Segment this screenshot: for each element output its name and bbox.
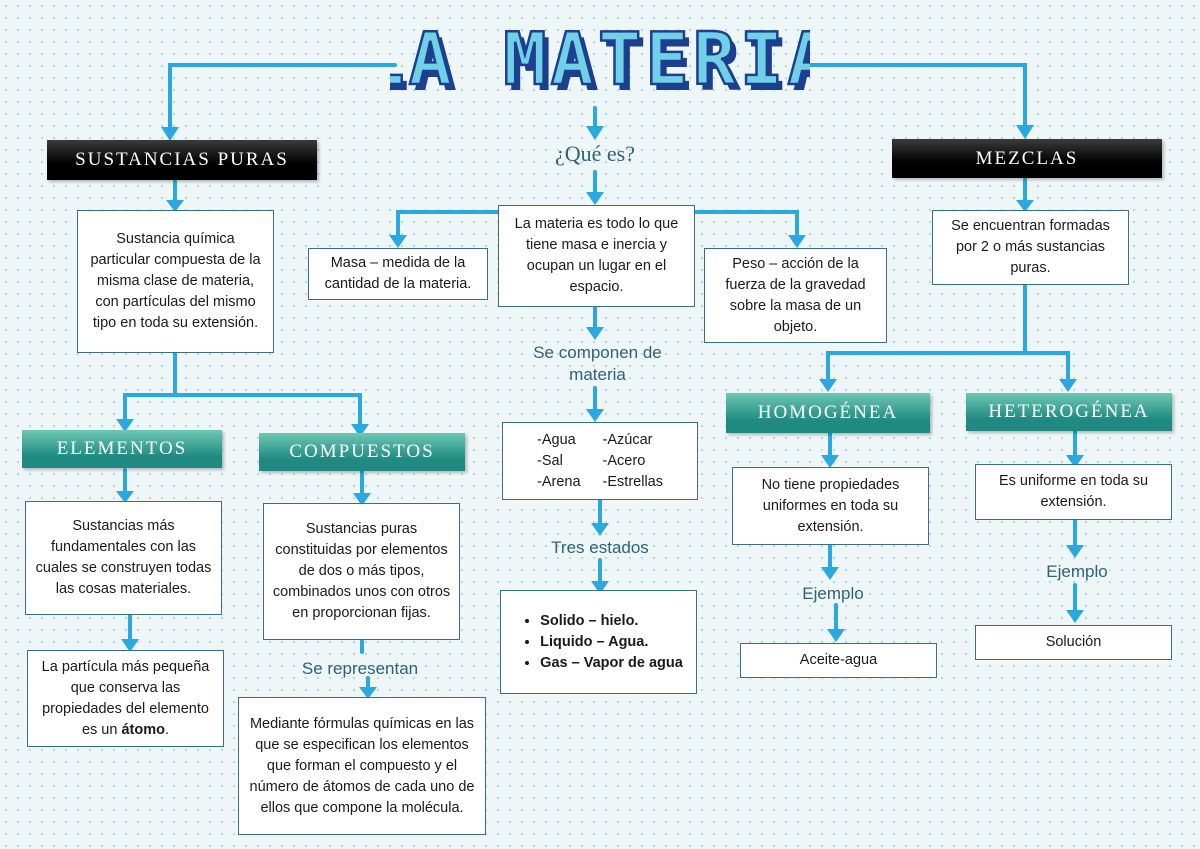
- example-item: -Sal: [537, 452, 563, 469]
- arrowheads: [116, 125, 1084, 699]
- masa-box: Masa – medida de la cantidad de la mater…: [308, 248, 488, 300]
- page-title: LA MATERIA LA MATERIA: [390, 16, 810, 107]
- que-es-label: ¿Qué es?: [554, 141, 635, 166]
- mezclas-definition: Se encuentran formadas por 2 o más susta…: [951, 218, 1110, 276]
- heterogenea-definition-box: Es uniforme en toda su extensión.: [975, 464, 1172, 520]
- homogenea-ejemplo-label: Ejemplo: [802, 584, 864, 603]
- atomo-bold: átomo: [121, 721, 165, 738]
- formula-box: Mediante fórmulas químicas en las que se…: [238, 697, 486, 835]
- elementos-definition: Sustancias más fundamentales con las cua…: [35, 518, 212, 597]
- se-representan-label: Se representan: [301, 659, 419, 678]
- homogenea-example: Aceite-agua: [799, 652, 878, 668]
- elementos-header: ELEMENTOS: [22, 430, 222, 468]
- compuestos-definition: Sustancias puras constituidas por elemen…: [272, 521, 451, 621]
- compuestos-header: COMPUESTOS: [259, 433, 465, 471]
- homogenea-definition-box: No tiene propiedades uniformes en toda s…: [732, 467, 929, 545]
- state-item: Solido – hielo.: [540, 611, 683, 632]
- heterogenea-header: HETEROGÉNEA: [966, 393, 1172, 431]
- examples-grid: -Agua -Azúcar -Sal -Acero -Arena -Estrel…: [537, 430, 663, 493]
- heterogenea-example: Solución: [1045, 634, 1102, 650]
- mezclas-definition-box: Se encuentran formadas por 2 o más susta…: [932, 210, 1129, 285]
- compuestos-definition-box: Sustancias puras constituidas por elemen…: [263, 503, 460, 640]
- state-item: Gas – Vapor de agua: [540, 653, 683, 674]
- example-item: -Agua: [537, 431, 576, 448]
- states-box: Solido – hielo. Liquido – Agua. Gas – Va…: [500, 590, 697, 694]
- states-list: Solido – hielo. Liquido – Agua. Gas – Va…: [514, 611, 683, 674]
- formula-text: Mediante fórmulas químicas en las que se…: [249, 715, 475, 816]
- examples-box: -Agua -Azúcar -Sal -Acero -Arena -Estrel…: [502, 422, 698, 500]
- se-componen-label: Se componen de materia: [533, 343, 662, 384]
- heterogenea-ejemplo-label: Ejemplo: [1046, 562, 1108, 581]
- heterogenea-example-box: Solución: [975, 625, 1172, 660]
- elementos-definition-box: Sustancias más fundamentales con las cua…: [25, 501, 222, 615]
- example-item: -Estrellas: [602, 473, 663, 490]
- atomo-text-start: La partícula más pequeña que conserva la…: [41, 658, 210, 738]
- mezclas-header: MEZCLAS: [892, 139, 1162, 178]
- sustancias-puras-header: SUSTANCIAS PURAS: [47, 140, 317, 180]
- example-item: -Arena: [537, 473, 581, 490]
- title-shadow: LA MATERIA: [390, 23, 810, 107]
- example-item: -Acero: [602, 452, 646, 469]
- peso-box: Peso – acción de la fuerza de la graveda…: [704, 248, 887, 343]
- atomo-box: La partícula más pequeña que conserva la…: [27, 650, 224, 747]
- materia-definition: La materia es todo lo que tiene masa e i…: [514, 216, 679, 295]
- peso-text: Peso – acción de la fuerza de la graveda…: [725, 255, 866, 335]
- sustancias-definition-box: Sustancia química particular compuesta d…: [77, 210, 274, 353]
- state-item: Liquido – Agua.: [540, 632, 683, 653]
- homogenea-example-box: Aceite-agua: [740, 643, 937, 678]
- homogenea-header: HOMOGÉNEA: [726, 393, 930, 433]
- sustancias-definition: Sustancia química particular compuesta d…: [90, 231, 261, 331]
- tres-estados-label: Tres estados: [551, 538, 649, 557]
- atomo-text-end: .: [164, 721, 170, 738]
- materia-definition-box: La materia es todo lo que tiene masa e i…: [498, 205, 695, 307]
- masa-text: Masa – medida de la cantidad de la mater…: [324, 255, 472, 292]
- heterogenea-definition: Es uniforme en toda su extensión.: [998, 473, 1149, 510]
- title-text: LA MATERIA: [390, 17, 810, 101]
- example-item: -Azúcar: [602, 431, 653, 448]
- atomo-text: La partícula más pequeña que conserva la…: [36, 657, 215, 741]
- homogenea-definition: No tiene propiedades uniformes en toda s…: [761, 476, 900, 535]
